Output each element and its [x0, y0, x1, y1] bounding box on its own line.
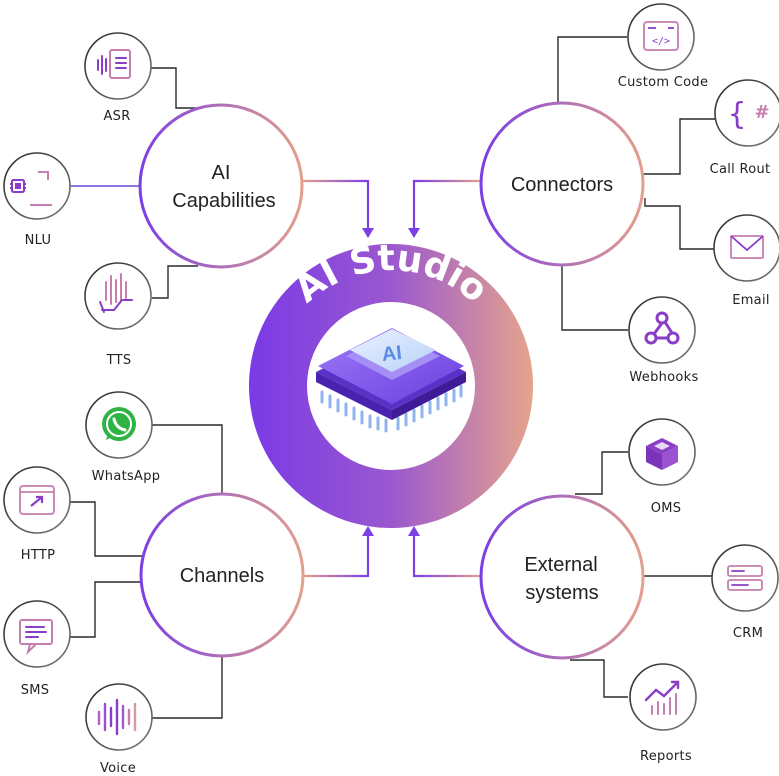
leaf-crm-label: CRM	[733, 626, 763, 641]
chip-chat-icon	[10, 171, 52, 206]
connector-lines	[70, 36, 715, 719]
hub-channels-line1: Channels	[180, 565, 265, 587]
svg-text:</>: </>	[652, 36, 670, 47]
crm-cards-icon	[727, 565, 763, 591]
svg-text:#: #	[754, 102, 769, 123]
leaf-custom-code[interactable]: </> Custom Code	[618, 3, 709, 90]
leaf-email-label: Email	[732, 293, 770, 308]
hub-ai-capabilities-line1: AI	[212, 162, 231, 184]
leaf-sms[interactable]: SMS	[3, 600, 71, 698]
center-ai-studio: AI Studio	[249, 238, 533, 528]
http-connector	[70, 501, 146, 557]
hub-external-systems[interactable]: External systems	[479, 494, 645, 660]
leaf-crm[interactable]: CRM	[711, 544, 779, 641]
call-routing-connector	[610, 118, 715, 175]
leaf-call-routing-label: Call Rout	[710, 162, 771, 177]
leaf-reports-label: Reports	[640, 749, 692, 764]
leaf-tts[interactable]: TTS	[84, 262, 152, 368]
webhook-icon	[644, 311, 680, 345]
leaf-webhooks-label: Webhooks	[629, 370, 698, 385]
waveform-hand-icon	[99, 273, 133, 313]
chart-trend-icon	[644, 680, 680, 715]
leaf-nlu-label: NLU	[25, 233, 52, 248]
envelope-icon	[730, 235, 764, 259]
ai-capabilities-arrow	[302, 179, 370, 232]
leaf-webhooks[interactable]: Webhooks	[628, 296, 699, 385]
leaf-oms-label: OMS	[651, 501, 682, 516]
message-lines-icon	[19, 619, 53, 656]
hub-channels[interactable]: Channels	[139, 492, 305, 658]
braces-hash-icon: { #	[727, 97, 769, 132]
code-window-icon: </>	[643, 21, 679, 51]
leaf-sms-label: SMS	[21, 683, 50, 698]
ai-chip-icon: AI	[316, 328, 466, 433]
leaf-http-label: HTTP	[21, 548, 55, 563]
whatsapp-connector	[152, 424, 223, 510]
leaf-custom-code-label: Custom Code	[618, 75, 709, 90]
leaf-voice[interactable]: Voice	[85, 683, 153, 776]
hub-external-systems-line1: External	[524, 554, 597, 576]
oms-connector	[575, 451, 628, 495]
email-connector	[644, 198, 714, 250]
leaf-reports[interactable]: Reports	[629, 663, 697, 764]
hub-connectors[interactable]: Connectors	[479, 101, 645, 267]
hub-external-systems-line2: systems	[525, 582, 598, 604]
voice-connector	[152, 645, 223, 719]
custom-code-connector	[557, 36, 627, 118]
leaf-tts-label: TTS	[106, 353, 132, 368]
hub-ai-capabilities-line2: Capabilities	[172, 190, 275, 212]
box-icon	[646, 438, 678, 470]
hub-connectors-line1: Connectors	[511, 174, 613, 196]
leaf-asr[interactable]: ASR	[84, 32, 152, 124]
svg-text:{: {	[727, 97, 746, 132]
leaf-email[interactable]: Email	[713, 214, 779, 308]
asr-connector	[151, 67, 208, 109]
external-systems-arrow	[412, 532, 482, 578]
hub-ai-capabilities[interactable]: AI Capabilities	[138, 103, 304, 269]
leaf-http[interactable]: HTTP	[3, 466, 71, 563]
hub-arrows	[302, 179, 482, 578]
browser-arrow-icon	[19, 485, 55, 515]
reports-connector	[570, 659, 628, 698]
channels-arrow	[304, 532, 370, 578]
sms-connector	[70, 581, 146, 638]
leaf-whatsapp[interactable]: WhatsApp	[85, 391, 161, 484]
leaf-nlu[interactable]: NLU	[3, 152, 71, 248]
leaf-oms[interactable]: OMS	[628, 418, 696, 516]
webhooks-connector	[561, 258, 628, 331]
leaf-voice-label: Voice	[100, 761, 136, 776]
audio-document-icon	[97, 49, 131, 79]
leaf-call-routing[interactable]: { # Call Rout	[710, 79, 779, 177]
voice-waveform-icon	[97, 698, 137, 736]
tts-connector	[152, 265, 198, 299]
chip-label: AI	[381, 342, 403, 366]
connectors-arrow	[412, 179, 481, 232]
leaf-asr-label: ASR	[103, 109, 130, 124]
whatsapp-icon	[102, 407, 136, 441]
leaf-whatsapp-label: WhatsApp	[92, 469, 161, 484]
